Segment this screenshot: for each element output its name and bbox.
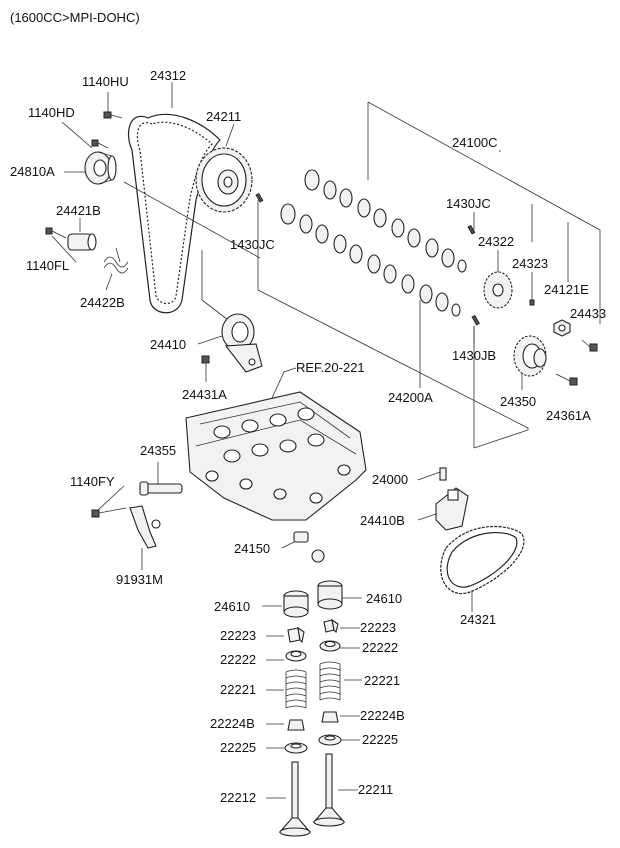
label-24810a: 24810A: [10, 164, 55, 179]
label-22224b-a: 22224B: [210, 716, 255, 731]
bolt-1140fy: [91, 507, 127, 518]
chain-tensioner-24410b: [435, 487, 469, 531]
label-24610-b: 24610: [366, 591, 402, 606]
label-24000: 24000: [372, 472, 408, 487]
seat-22225-right: [318, 734, 342, 746]
label-22223-a: 22223: [220, 628, 256, 643]
valve-22212: [278, 761, 312, 837]
bolt-1140fl: [45, 227, 67, 239]
retainer-22222-right: [319, 640, 341, 652]
sprocket-24322: [483, 271, 513, 309]
label-22222-b: 22222: [362, 640, 398, 655]
label-24211: 24211: [206, 109, 241, 124]
bracket-91931m: [129, 505, 161, 549]
cylinder-head: [185, 391, 367, 521]
label-24100c: 24100C: [452, 135, 498, 150]
label-24321: 24321: [460, 612, 496, 627]
spring-22221-right: [319, 661, 341, 701]
seal-22224b-right: [321, 711, 339, 723]
label-1430jb: 1430JB: [452, 348, 496, 363]
valve-22211: [312, 753, 346, 827]
label-24433: 24433: [570, 306, 606, 321]
tensioner-24421b: [67, 233, 97, 251]
label-22221-a: 22221: [220, 682, 256, 697]
label-22225-b: 22225: [362, 732, 398, 747]
label-1140hu: 1140HU: [82, 74, 129, 89]
label-24421b: 24421B: [56, 203, 101, 218]
bolt-24000: [439, 467, 447, 481]
diagram-title: (1600CC>MPI-DOHC): [10, 10, 140, 25]
bolt-24433: [581, 339, 598, 352]
label-91931m: 91931M: [116, 572, 163, 587]
bolt-24431a: [201, 355, 210, 364]
ocv-24355: [139, 481, 183, 496]
camshaft-intake-24100c: [304, 169, 467, 273]
bolt-1140hd: [91, 139, 109, 149]
retainer-lock-22223-right: [323, 618, 339, 634]
seal-22224b-left: [287, 719, 305, 731]
tappet-24610-right: [317, 580, 343, 610]
label-24610-a: 24610: [214, 599, 250, 614]
label-24150: 24150: [234, 541, 270, 556]
label-24350: 24350: [500, 394, 536, 409]
label-22221-b: 22221: [364, 673, 400, 688]
label-24431a: 24431A: [182, 387, 227, 402]
pin-24323: [529, 299, 535, 306]
label-22222-a: 22222: [220, 652, 256, 667]
label-24361a: 24361A: [546, 408, 591, 423]
label-24323: 24323: [512, 256, 548, 271]
label-24312: 24312: [150, 68, 186, 83]
pin-1430jc-b: [467, 224, 476, 235]
tappet-24610-left: [283, 590, 309, 618]
idler-pulley-24810a: [84, 151, 117, 185]
pin-1430jc-a: [255, 192, 264, 203]
label-22223-b: 22223: [360, 620, 396, 635]
label-1140fl: 1140FL: [26, 258, 69, 273]
cvvt-24350: [513, 335, 547, 377]
label-24121e: 24121E: [544, 282, 589, 297]
seat-22225-left: [284, 742, 308, 754]
camshaft-exhaust-24200a: [280, 203, 461, 317]
label-1430jc-a: 1430JC: [230, 237, 275, 252]
retainer-lock-22223-left: [287, 626, 305, 644]
label-22224b-b: 22224B: [360, 708, 405, 723]
label-1140fy: 1140FY: [70, 474, 115, 489]
bolt-24361a: [555, 373, 578, 386]
bolt-24121e: [553, 319, 571, 337]
bolt-1140hu: [103, 111, 123, 119]
label-22225-a: 22225: [220, 740, 256, 755]
label-24355: 24355: [140, 443, 176, 458]
timing-belt: [127, 113, 221, 314]
label-ref-20-221: REF.20-221: [296, 360, 365, 375]
label-1140hd: 1140HD: [28, 105, 75, 120]
label-22212: 22212: [220, 790, 256, 805]
pin-1430jb: [471, 314, 480, 326]
label-24322: 24322: [478, 234, 514, 249]
label-22211: 22211: [358, 782, 393, 797]
label-24410: 24410: [150, 337, 186, 352]
timing-chain-24321: [440, 525, 525, 595]
label-1430jc-b: 1430JC: [446, 196, 491, 211]
retainer-22222-left: [285, 650, 307, 662]
tensioner-pulley-24410: [221, 313, 263, 373]
cam-sprocket-24211: [195, 147, 253, 213]
spring-24422b: [103, 247, 129, 274]
label-24200a: 24200A: [388, 390, 433, 405]
part-labels: 1140HU 24312 1140HD 24211 24810A 24100C …: [10, 68, 606, 805]
sensor-24150: [293, 531, 325, 563]
label-24410b: 24410B: [360, 513, 405, 528]
label-24422b: 24422B: [80, 295, 125, 310]
spring-22221-left: [285, 669, 307, 709]
